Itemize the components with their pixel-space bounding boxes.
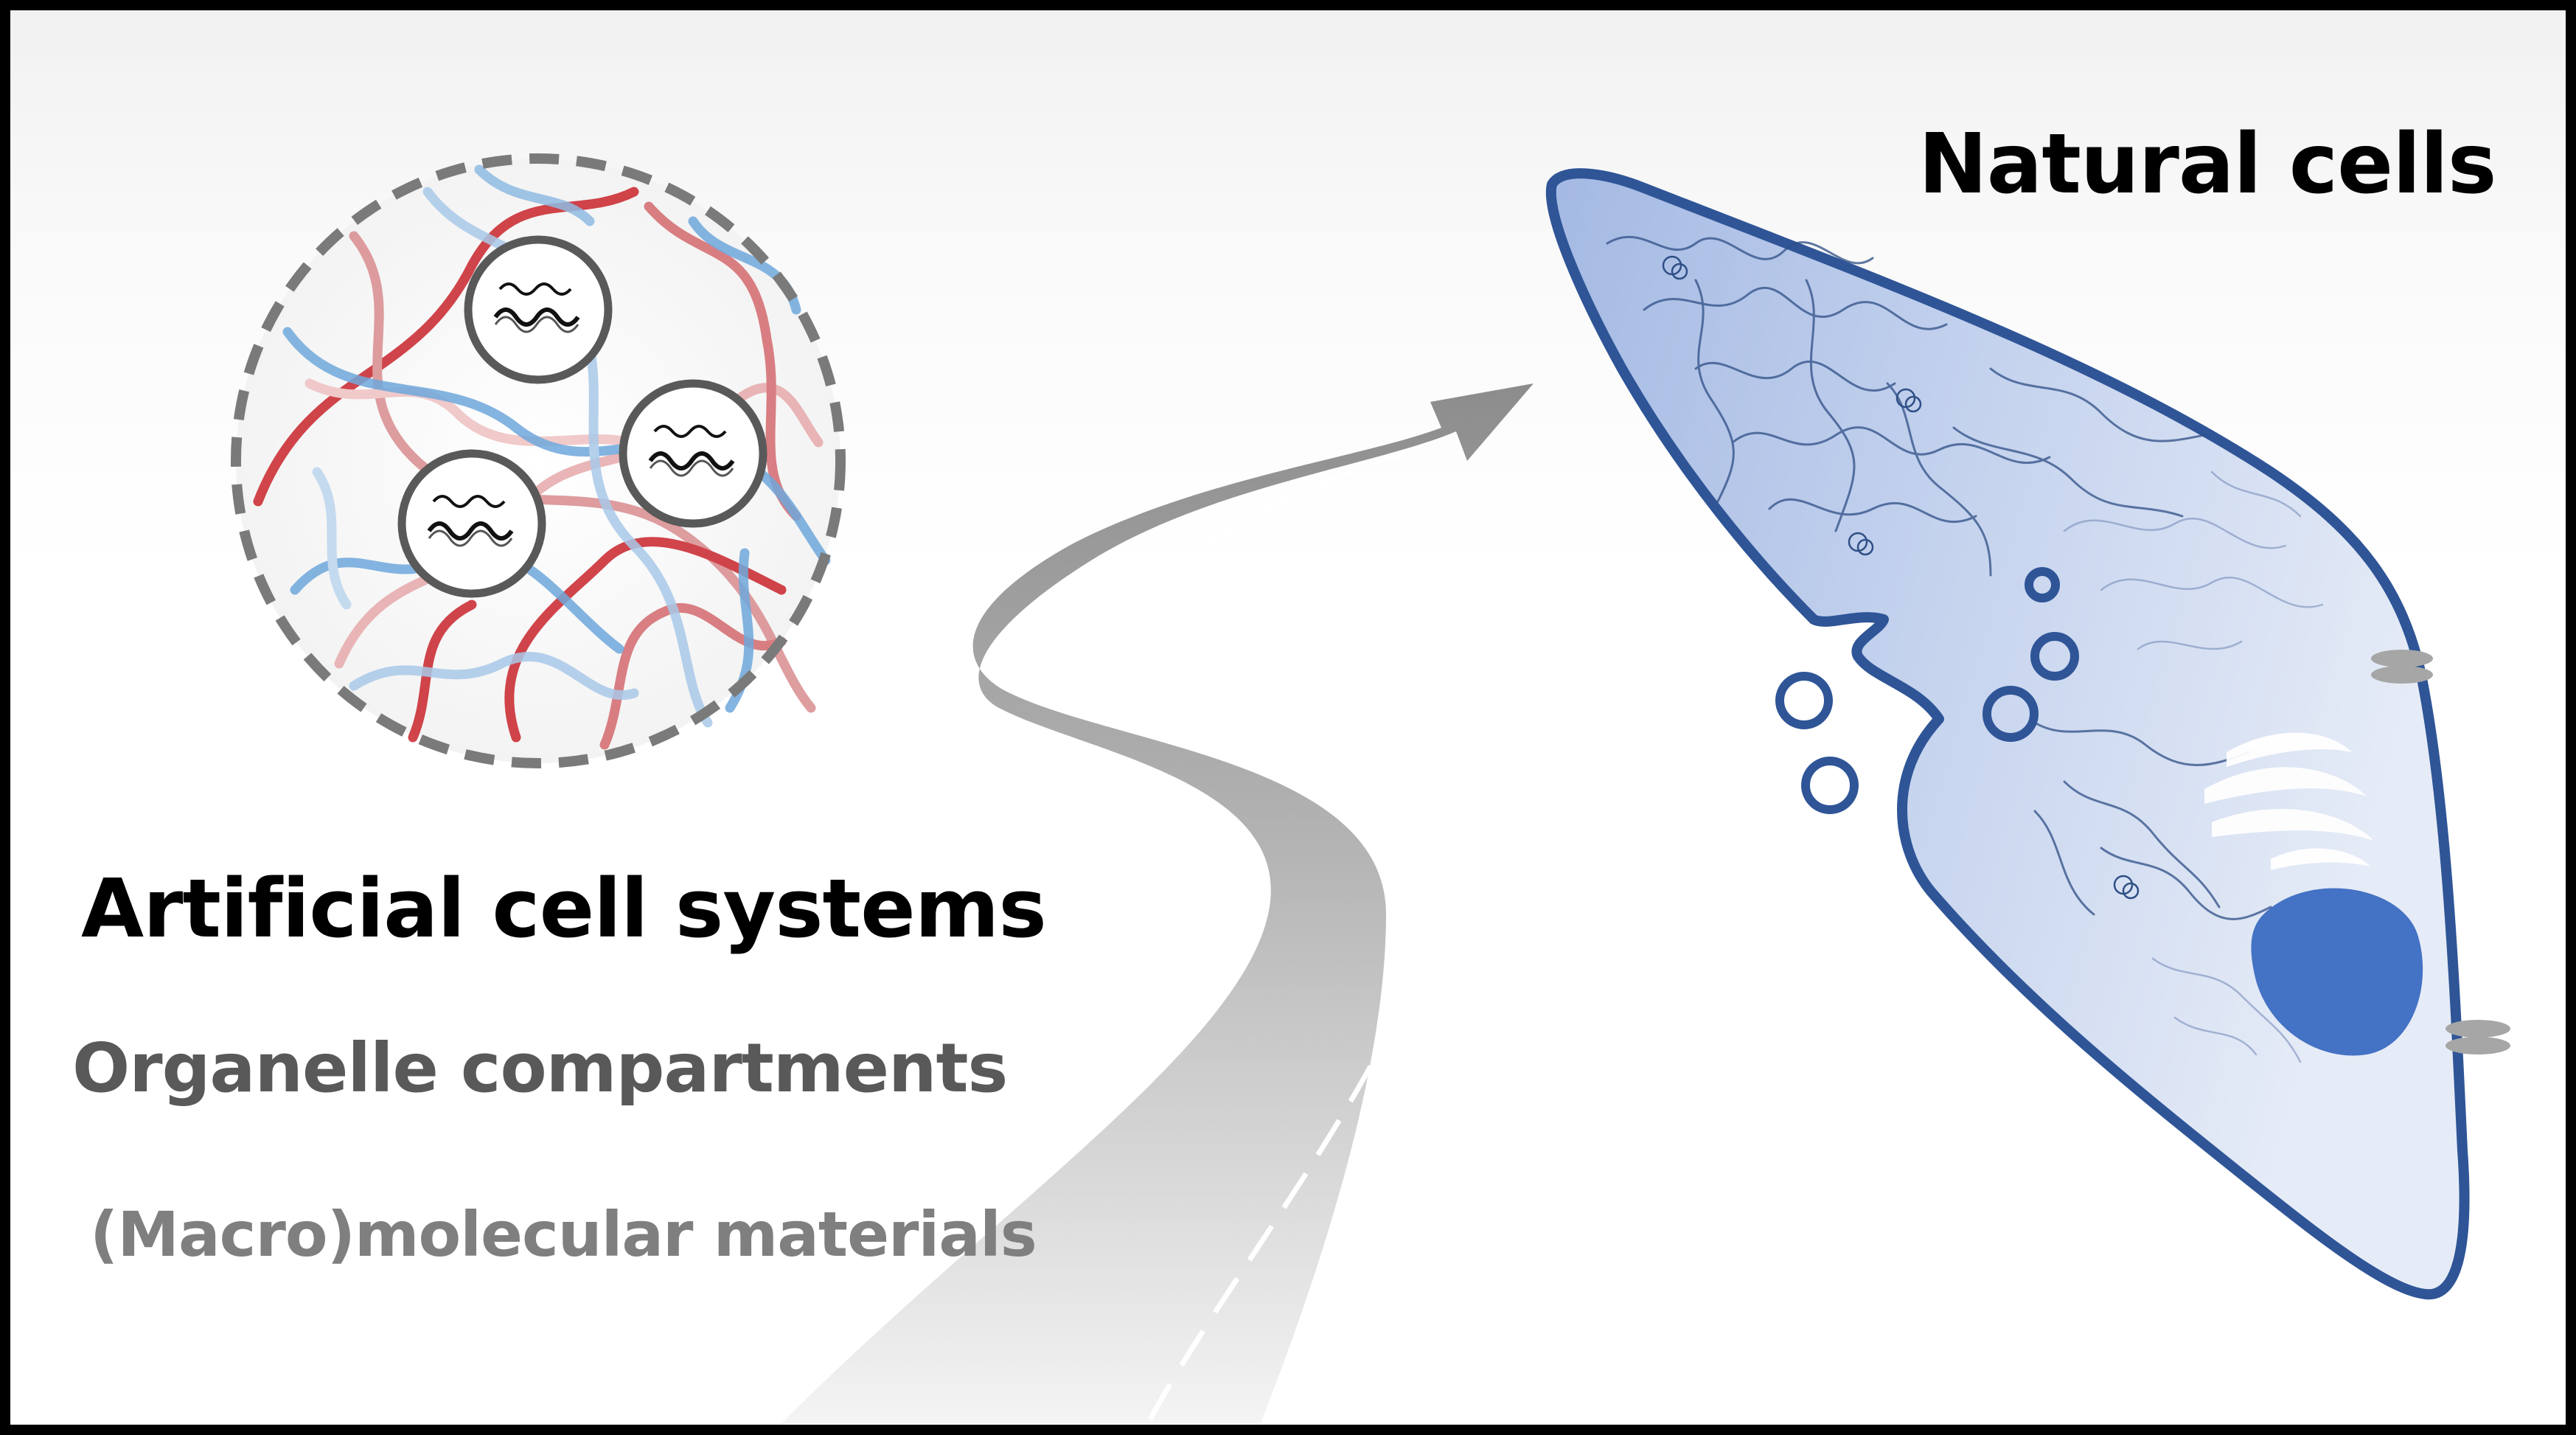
vesicle-icon: [1983, 567, 2079, 742]
vesicle-icon: [1775, 672, 1859, 814]
macromolecular-materials-label: (Macro)molecular materials: [90, 1198, 1037, 1271]
organelle-compartments-label: Organelle compartments: [72, 1029, 1008, 1108]
nucleus-icon: [2251, 888, 2423, 1056]
organelle-compartment: [397, 449, 546, 598]
artificial-cell-icon: [231, 153, 846, 768]
natural-cells-title: Natural cells: [1918, 117, 2497, 212]
artificial-cell-systems-title: Artificial cell systems: [81, 861, 1047, 956]
natural-cell-icon: [1545, 168, 2510, 1300]
organelle-compartment: [464, 235, 613, 384]
road-arrow-icon: [781, 383, 1534, 1423]
organelle-compartment: [619, 379, 767, 528]
